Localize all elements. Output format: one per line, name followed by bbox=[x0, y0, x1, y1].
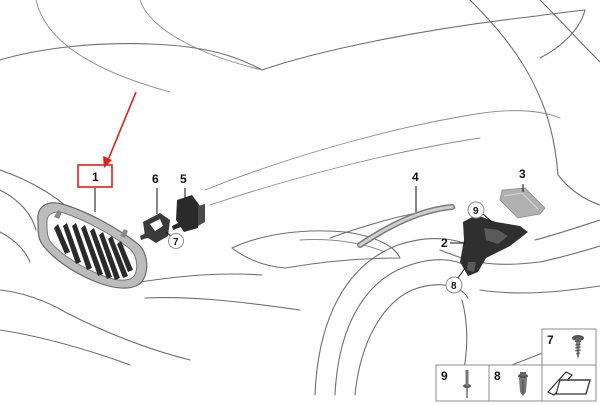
callout-7: 7 bbox=[173, 237, 179, 248]
callout-5: 5 bbox=[180, 172, 187, 186]
red-arrow-icon bbox=[103, 91, 137, 168]
leader-9 bbox=[482, 213, 493, 223]
rivet-icon bbox=[463, 370, 471, 398]
expanding-rivet-icon bbox=[518, 372, 528, 396]
callout-6: 6 bbox=[152, 172, 159, 186]
callout-9: 9 bbox=[473, 206, 479, 217]
legend-cell-9 bbox=[435, 364, 490, 402]
module-part-5 bbox=[172, 195, 205, 232]
callout-7-circle bbox=[168, 233, 184, 249]
bracket-part-6 bbox=[140, 213, 170, 243]
kidney-grille-part bbox=[37, 202, 148, 289]
legend-label-9: 9 bbox=[441, 369, 448, 383]
cover-panel-part-3 bbox=[499, 187, 546, 219]
fastener-legend: 7 9 8 bbox=[435, 328, 597, 402]
fender-trim-part-4 bbox=[357, 204, 455, 248]
plastic-strip-icon bbox=[547, 371, 591, 396]
legend-label-7: 7 bbox=[547, 333, 554, 347]
legend-cell-8 bbox=[488, 364, 543, 402]
callout-4: 4 bbox=[412, 170, 419, 184]
callout-8: 8 bbox=[451, 281, 457, 292]
callout-1-highlight-box bbox=[77, 164, 113, 188]
callout-8-circle bbox=[445, 276, 463, 294]
screw-icon bbox=[572, 335, 584, 359]
callout-3: 3 bbox=[519, 167, 526, 181]
car-body-outline bbox=[0, 0, 600, 396]
fender-bracket-part-2 bbox=[460, 215, 528, 276]
callout-1: 1 bbox=[92, 170, 99, 184]
legend-label-8: 8 bbox=[494, 369, 501, 383]
callout-2: 2 bbox=[441, 236, 448, 250]
leader-8 bbox=[457, 267, 466, 279]
callout-9-circle bbox=[467, 201, 485, 219]
